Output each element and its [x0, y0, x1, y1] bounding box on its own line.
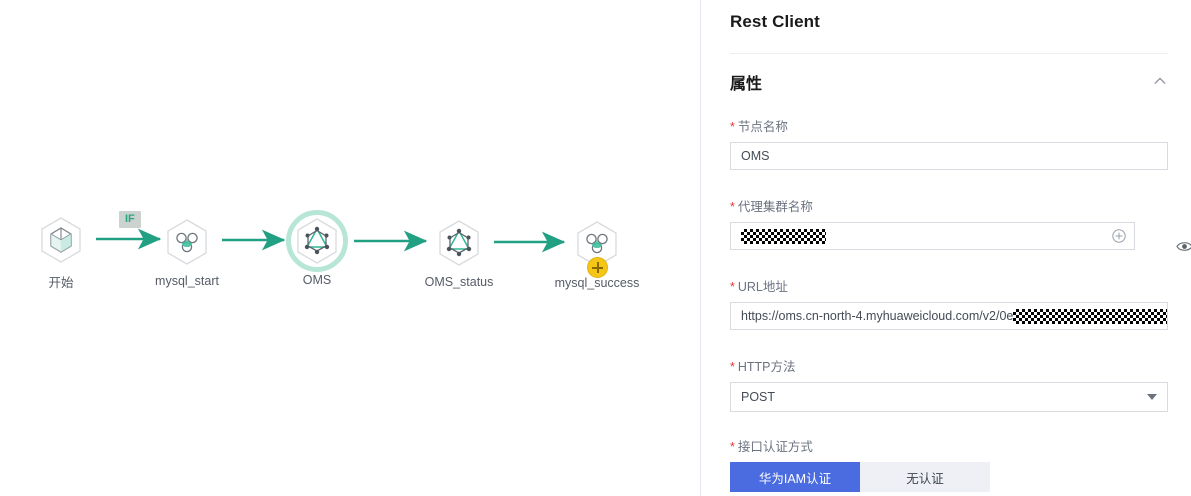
redacted-value	[1013, 308, 1167, 324]
auth-type-segmented-control: 华为IAM认证 无认证	[730, 462, 1168, 492]
cluster-hex-icon	[163, 218, 211, 266]
chevron-up-icon[interactable]	[1152, 73, 1168, 89]
required-marker: *	[730, 120, 735, 134]
graphql-hex-icon	[435, 219, 483, 267]
required-marker: *	[730, 280, 735, 294]
agent-cluster-input[interactable]	[730, 222, 1135, 250]
workflow-canvas[interactable]: 开始 mysql_start	[0, 0, 700, 496]
section-title: 属性	[730, 76, 763, 93]
eye-icon[interactable]	[1176, 240, 1191, 253]
field-node-name: *节点名称 OMS	[730, 118, 1168, 170]
panel-title: Rest Client	[730, 12, 820, 31]
workflow-node-label: OMS_status	[424, 275, 494, 289]
field-label: *节点名称	[730, 120, 788, 134]
auth-option-iam[interactable]: 华为IAM认证	[730, 462, 860, 492]
required-marker: *	[730, 360, 735, 374]
field-label: *接口认证方式	[730, 440, 813, 454]
field-label: *URL地址	[730, 280, 788, 294]
field-http-method: *HTTP方法 POST	[730, 358, 1168, 412]
auth-option-none[interactable]: 无认证	[860, 462, 990, 492]
plus-circle-icon[interactable]	[1112, 229, 1126, 243]
properties-panel: Rest Client 属性 *节点名称 OMS *代理集群名称	[700, 0, 1191, 496]
workflow-node-label: mysql_start	[155, 274, 219, 288]
edge-condition-chip-if[interactable]: IF	[119, 211, 141, 228]
properties-section-header[interactable]: 属性	[730, 70, 1168, 102]
panel-divider	[730, 53, 1168, 54]
node-name-value: OMS	[741, 149, 770, 163]
node-selection-ring	[286, 210, 348, 272]
graphql-hex-icon	[293, 217, 341, 265]
required-marker: *	[730, 200, 735, 214]
url-value: https://oms.cn-north-4.myhuaweicloud.com…	[731, 308, 1167, 324]
url-input[interactable]: https://oms.cn-north-4.myhuaweicloud.com…	[730, 302, 1168, 330]
field-url: *URL地址 https://oms.cn-north-4.myhuaweicl…	[730, 278, 1168, 330]
field-auth-type: *接口认证方式 华为IAM认证 无认证	[730, 438, 1168, 492]
chevron-down-icon[interactable]	[1147, 394, 1157, 400]
field-label: *HTTP方法	[730, 360, 796, 374]
field-agent-cluster-name: *代理集群名称	[730, 198, 1191, 251]
http-method-select[interactable]: POST	[730, 382, 1168, 412]
field-label: *代理集群名称	[730, 200, 813, 214]
workflow-node-label: 开始	[48, 276, 74, 290]
http-method-value: POST	[741, 390, 776, 404]
redacted-value	[741, 228, 826, 244]
workflow-node-label: OMS	[302, 273, 332, 287]
required-marker: *	[730, 440, 735, 454]
node-name-input[interactable]: OMS	[730, 142, 1168, 170]
cube-hex-icon	[37, 216, 85, 264]
plus-badge-icon[interactable]	[587, 257, 608, 278]
agent-cluster-value	[731, 228, 826, 244]
workflow-node-label: mysql_success	[554, 276, 640, 290]
workflow-edges	[96, 228, 566, 253]
